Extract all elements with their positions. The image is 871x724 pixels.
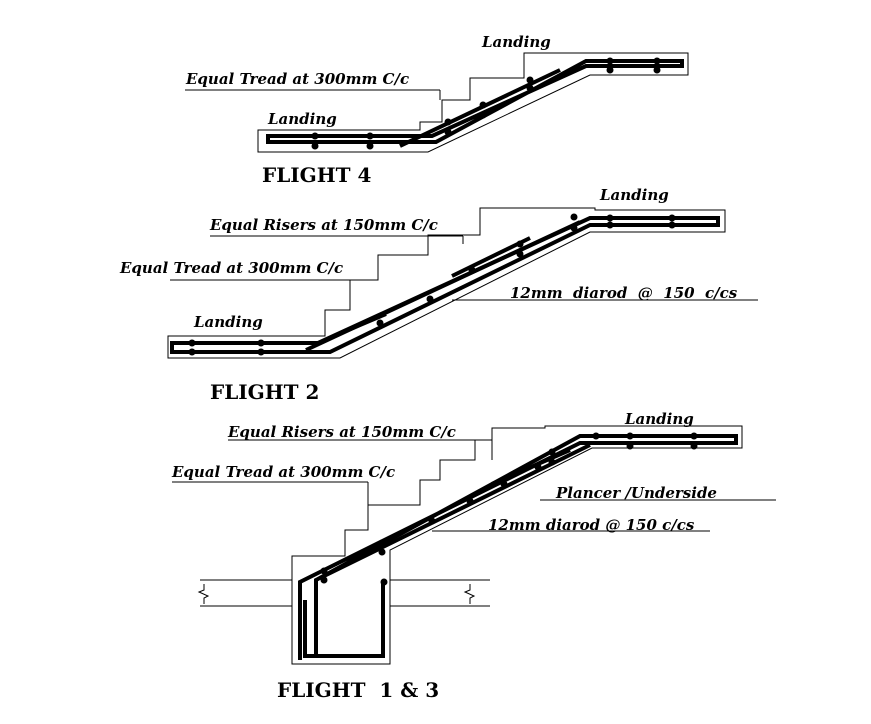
flight-1-3: Equal Risers at 150mm C/c Equal Tread at… <box>171 410 776 702</box>
flight-2-rod-label: 12mm diarod @ 150 c/cs <box>510 284 738 302</box>
flight-1-3-plancer-label: Plancer /Underside <box>555 484 717 502</box>
flight-2-tread-label: Equal Tread at 300mm C/c <box>119 259 343 277</box>
flight-2-slab-outline <box>167 207 726 359</box>
flight-2-landing-bottom: Landing <box>193 313 263 331</box>
flight-2: Equal Risers at 150mm C/c Equal Tread at… <box>119 186 758 404</box>
flight-1-3-risers-label: Equal Risers at 150mm C/c <box>227 423 456 441</box>
flight-1-3-title: FLIGHT 1 & 3 <box>277 678 439 702</box>
flight-2-landing-top: Landing <box>599 186 669 204</box>
flight-4-landing-bottom: Landing <box>267 110 337 128</box>
flight-1-3-landing-top: Landing <box>624 410 694 428</box>
flight-4-landing-top: Landing <box>481 33 551 51</box>
flight-1-3-distribution-bars <box>320 432 698 586</box>
flight-1-3-lower-bar <box>319 443 591 580</box>
flight-4-slab-outline <box>257 52 689 153</box>
flight-4: Equal Tread at 300mm C/c Landing Landing… <box>185 33 689 187</box>
flight-1-3-main-bar <box>298 434 738 660</box>
flight-1-3-footing-bar <box>303 582 385 658</box>
flight-1-3-rod-label: 12mm diarod @ 150 c/cs <box>488 516 695 534</box>
flight-2-title: FLIGHT 2 <box>210 380 319 404</box>
flight-4-tread-label: Equal Tread at 300mm C/c <box>185 70 409 88</box>
flight-1-3-tread-label: Equal Tread at 300mm C/c <box>171 463 395 481</box>
flight-2-top-bar-a <box>333 312 387 338</box>
flight-2-distribution-bars <box>188 213 676 356</box>
flight-1-3-slab-outline <box>291 425 743 665</box>
flight-4-lower-bar <box>399 68 561 148</box>
flight-2-risers-label: Equal Risers at 150mm C/c <box>209 216 438 234</box>
flight-4-title: FLIGHT 4 <box>262 163 371 187</box>
flight-1-3-top-bar <box>491 448 571 486</box>
flight-4-distribution-bars <box>311 57 661 150</box>
break-mark-left <box>197 584 210 604</box>
break-mark-right <box>463 584 476 604</box>
